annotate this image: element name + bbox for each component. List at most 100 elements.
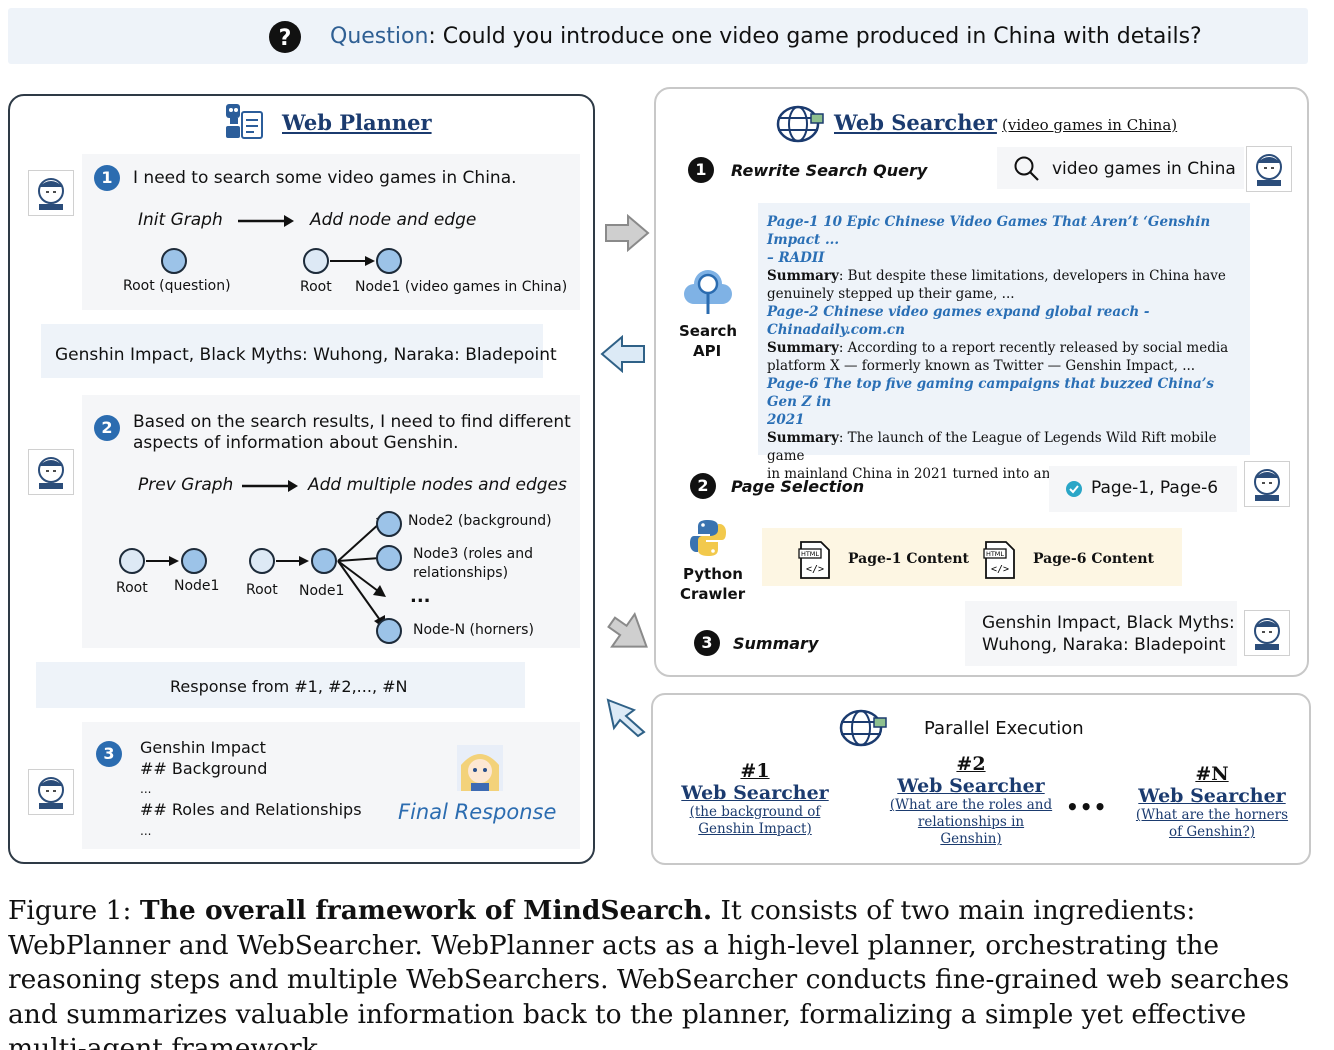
arrow-right-icon xyxy=(238,215,294,227)
parallel-desc-line2: relationships in xyxy=(917,814,1025,830)
robot-planner-icon xyxy=(226,104,263,139)
label-dots: ... xyxy=(410,586,431,607)
searcher-step1-label: Rewrite Search Query xyxy=(731,161,928,180)
planner-step1-left-op: Init Graph xyxy=(138,210,223,230)
page-content-box xyxy=(762,528,1182,586)
summary-label: Summary xyxy=(767,340,839,356)
parallel-searcher-n[interactable]: #N Web Searcher (What are the horners of… xyxy=(1130,763,1294,841)
agent-avatar-icon xyxy=(38,777,64,809)
graph-node-node3 xyxy=(376,545,402,571)
search-api-line1: Search xyxy=(679,322,738,340)
label-node1: Node1 xyxy=(174,578,220,594)
question-bar: ? Question: Could you introduce one vide… xyxy=(8,8,1308,64)
planner-result1-text: Genshin Impact, Black Myths: Wuhong, Nar… xyxy=(55,345,557,365)
parallel-searcher-1[interactable]: #1 Web Searcher (the background of Gensh… xyxy=(670,760,840,838)
label-node1: Node1 (video games in China) xyxy=(355,279,568,295)
parallel-dots: ••• xyxy=(1066,795,1108,819)
graph-node-root xyxy=(303,248,329,274)
planner-step2-line2: aspects of information about Genshin. xyxy=(133,433,459,453)
question-text: Question: Could you introduce one video … xyxy=(330,24,1202,49)
web-searcher-panel xyxy=(654,87,1309,677)
graph-node-node1 xyxy=(311,548,337,574)
result-title-line2[interactable]: 2021 xyxy=(767,412,805,428)
avatar xyxy=(28,449,74,495)
figure-caption: Figure 1: The overall framework of MindS… xyxy=(8,894,1326,1050)
svg-text:</>: </> xyxy=(806,564,824,575)
result-title-line1[interactable]: Page-2 Chinese video games expand global… xyxy=(767,304,1150,338)
search-results-box xyxy=(758,203,1250,455)
planner-response-box xyxy=(36,662,525,708)
parallel-num: #2 xyxy=(956,753,986,775)
edge-arrow-icon xyxy=(276,556,309,566)
avatar xyxy=(1244,461,1290,507)
parallel-searcher-name[interactable]: Web Searcher xyxy=(1138,785,1286,807)
planner-response-text: Response from #1, #2,..., #N xyxy=(170,677,408,696)
final-line2: ## Background xyxy=(140,759,268,778)
check-circle-icon xyxy=(1066,481,1082,497)
planner-step2-box xyxy=(82,395,580,648)
search-query-text: video games in China xyxy=(1052,159,1236,179)
parallel-desc-line1: (What are the horners xyxy=(1135,807,1289,823)
html-file-icon: HTML </> xyxy=(983,541,1015,579)
graph-node-root xyxy=(119,548,145,574)
search-result-item: Page-1 10 Epic Chinese Video Games That … xyxy=(767,213,1245,303)
arrow-right-gray-icon xyxy=(605,214,650,252)
summary-text: : The launch of the League of Legends Wi… xyxy=(767,430,1217,464)
html-file-icon: HTML </> xyxy=(798,541,830,579)
page6-content-label: Page-6 Content xyxy=(1033,551,1155,567)
final-response-label: Final Response xyxy=(398,800,557,824)
final-line3: ... xyxy=(140,782,152,796)
caption-rest: It consists of two main ingredients: Web… xyxy=(8,895,1290,1050)
globe-icon xyxy=(839,709,887,747)
planner-step2-line1: Based on the search results, I need to f… xyxy=(133,412,571,432)
question-body: : Could you introduce one video game pro… xyxy=(428,24,1202,49)
searcher-step2-label: Page Selection xyxy=(731,477,865,496)
arrow-right-icon xyxy=(242,480,298,492)
web-searcher-title: Web Searcher xyxy=(834,110,997,135)
web-searcher-heading: Web Searcher (video games in China) xyxy=(834,110,1177,135)
web-planner-panel xyxy=(8,94,595,864)
parallel-desc-line1: (What are the roles and xyxy=(889,797,1053,813)
avatar xyxy=(28,769,74,815)
searcher-step1-badge: 1 xyxy=(688,157,714,183)
caption-prefix: Figure 1: xyxy=(8,895,140,926)
parallel-desc-line3: Genshin) xyxy=(940,831,1002,847)
label-nodeN: Node-N (horners) xyxy=(413,622,534,638)
summary-line2: Wuhong, Naraka: Bladepoint xyxy=(982,635,1226,655)
searcher-step2-badge: 2 xyxy=(690,473,716,499)
parallel-desc-line1: (the background of xyxy=(689,804,821,820)
parallel-searcher-name[interactable]: Web Searcher xyxy=(897,775,1045,797)
result-summary-line1: Summary: But despite these limitations, … xyxy=(767,267,1245,285)
planner-result1-box xyxy=(41,324,543,378)
python-crawler-line1: Python xyxy=(683,565,743,583)
edge-arrow-icon xyxy=(146,556,179,566)
agent-avatar-icon xyxy=(38,178,64,210)
result-title-line1[interactable]: Page-1 10 Epic Chinese Video Games That … xyxy=(767,214,1211,248)
globe-icon xyxy=(776,105,824,143)
result-title-line1[interactable]: Page-6 The top five gaming campaigns tha… xyxy=(767,376,1215,410)
avatar xyxy=(28,170,74,216)
result-summary-line2: genuinely stepped up their game, ... xyxy=(767,286,1015,302)
graph-node-nodeN xyxy=(376,618,402,644)
planner-step2-badge: 2 xyxy=(94,415,120,441)
planner-step2-right-op: Add multiple nodes and edges xyxy=(308,475,567,495)
summary-text: : According to a report recently release… xyxy=(838,340,1229,356)
planner-step1-right-op: Add node and edge xyxy=(310,210,477,230)
result-title-line2[interactable]: – RADII xyxy=(767,250,825,266)
arrow-diag-blue-icon xyxy=(606,698,646,738)
svg-text:HTML: HTML xyxy=(986,550,1004,558)
search-result-item: Page-2 Chinese video games expand global… xyxy=(767,303,1245,375)
agent-avatar-icon xyxy=(1254,618,1280,650)
graph-node-root-question xyxy=(161,248,187,274)
search-query-box xyxy=(997,147,1244,189)
graph-node-root xyxy=(249,548,275,574)
parallel-num: #N xyxy=(1195,763,1229,785)
searcher-step3-badge: 3 xyxy=(694,630,720,656)
final-line1: Genshin Impact xyxy=(140,738,266,757)
search-icon xyxy=(1014,156,1039,181)
parallel-searcher-2[interactable]: #2 Web Searcher (What are the roles and … xyxy=(885,753,1057,848)
parallel-desc-line2: of Genshin?) xyxy=(1168,824,1256,840)
planner-step1-box xyxy=(82,154,580,310)
question-label: Question xyxy=(330,24,429,49)
parallel-searcher-name[interactable]: Web Searcher xyxy=(681,782,829,804)
